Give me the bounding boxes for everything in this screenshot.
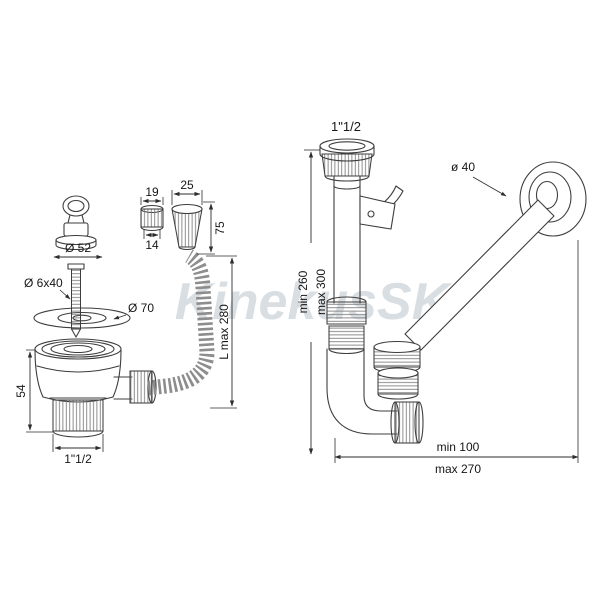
dim-label-right-thread: 1"1/2 [331, 119, 361, 134]
trap-bend [326, 348, 424, 444]
dim-label-cone: 25 [180, 178, 194, 192]
dim-label-flange: Ø 70 [128, 301, 154, 315]
inlet-nut [319, 138, 375, 182]
plug-ring [55, 195, 97, 251]
dim-label-screw: Ø 6x40 [24, 276, 63, 290]
watermark: KinekusSK [175, 273, 453, 331]
strainer-body [34, 338, 122, 438]
sink-flange [33, 307, 131, 329]
dim-label-pipe-diameter: ø 40 [451, 160, 475, 174]
dim-label-height: 54 [14, 384, 28, 398]
union-nuts [373, 340, 421, 400]
dim-label-nut-outer: 19 [145, 185, 159, 199]
hose-nut [140, 204, 164, 232]
dim-label-height-min: min 260 [296, 270, 310, 313]
dim-label-length-max: max 270 [435, 462, 481, 476]
dim-label-cap: Ø 52 [65, 241, 91, 255]
flexible-hose [147, 249, 215, 396]
dim-label-nut-inner: 14 [145, 238, 159, 252]
fixing-screw [67, 263, 85, 338]
strainer-assembly-drawing: Ø 52 Ø 6x40 Ø 70 [14, 178, 237, 466]
siphon-assembly-drawing: 1"1/2 [296, 119, 587, 476]
clamp-lever [359, 185, 404, 230]
dim-label-height-max: max 300 [314, 269, 328, 315]
cone-fitting [171, 203, 203, 251]
dim-label-hose-length: L max 280 [217, 304, 231, 360]
dim-label-length-min: min 100 [437, 440, 480, 454]
dim-label-left-thread: 1"1/2 [64, 452, 92, 466]
dim-label-cone-height: 75 [213, 221, 227, 235]
